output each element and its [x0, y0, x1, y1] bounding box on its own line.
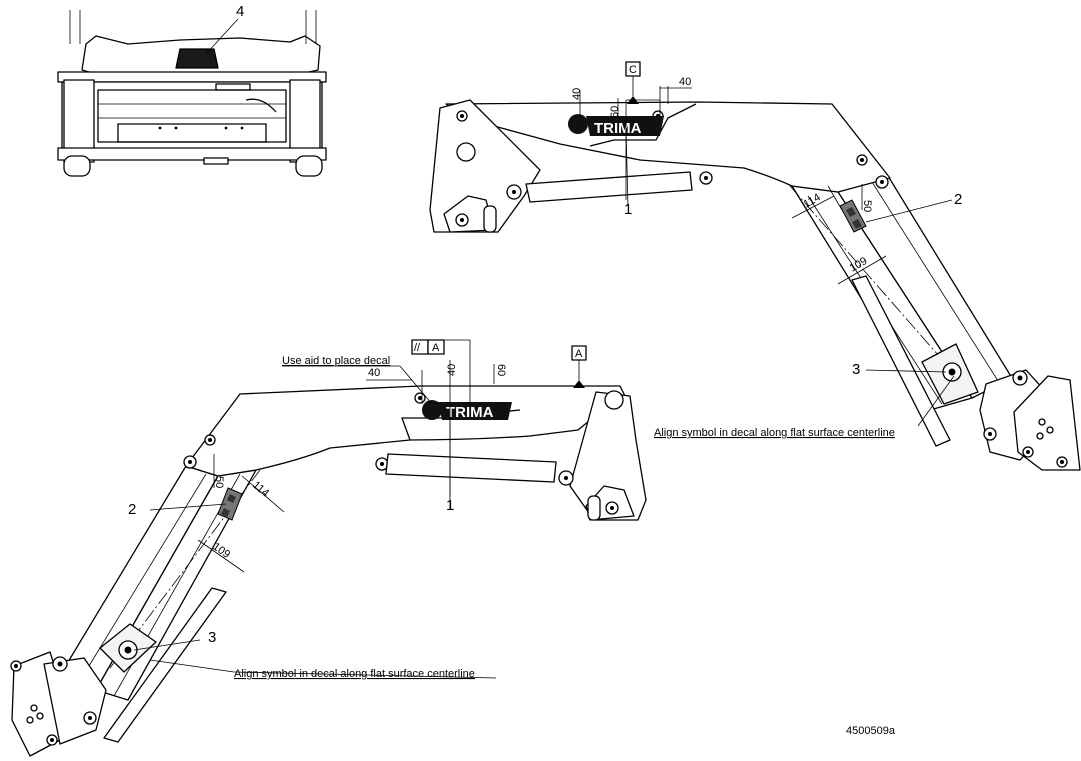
- decal-1-top: TRIMA: [568, 114, 664, 137]
- note-align-top: Align symbol in decal along flat surface…: [654, 427, 895, 439]
- drawing-number: 4500509a: [846, 725, 896, 737]
- callout-1-top: 1: [624, 201, 632, 218]
- dim-top-50: 50: [861, 200, 873, 212]
- front-view: 4: [57, 3, 327, 177]
- dim-bottom-60: 60: [495, 364, 507, 376]
- note-align-bottom: Align symbol in decal along flat surface…: [234, 668, 475, 680]
- dim-bottom-40-horizontal: 40: [368, 367, 380, 379]
- callout-3-top: 3: [852, 361, 860, 378]
- decal-brand-top: TRIMA: [594, 120, 642, 137]
- dim-bottom-50: 50: [213, 476, 225, 488]
- loader-arm-bottom-left: TRIMA 40 40 60 // A A Use aid to place d…: [10, 339, 647, 757]
- decal-1-bottom: TRIMA: [422, 400, 512, 421]
- note-use-aid: Use aid to place decal: [282, 355, 390, 367]
- dim-top-60: 60: [609, 106, 621, 118]
- dim-top-40-horizontal: 40: [679, 76, 691, 88]
- callout-2-bottom: 2: [128, 501, 136, 518]
- datum-c: C: [629, 64, 637, 76]
- callout-2-top: 2: [954, 191, 962, 208]
- decal-2-bottom: [217, 487, 243, 521]
- callout-1-bottom: 1: [446, 497, 454, 514]
- dim-bottom-40-vertical: 40: [446, 364, 458, 376]
- decal-2-top: [839, 199, 867, 233]
- dim-bottom-114: 114: [250, 479, 271, 499]
- callout-4: 4: [236, 3, 244, 20]
- datum-a: A: [575, 348, 583, 360]
- parallel-ref: A: [432, 342, 440, 354]
- loader-arm-top-right: TRIMA 40 60 40 C 114 50 109 1 2 3 Align …: [429, 61, 1081, 471]
- dim-top-40-vertical: 40: [571, 88, 583, 100]
- callout-3-bottom: 3: [208, 629, 216, 646]
- decal-brand-bottom: TRIMA: [446, 404, 494, 421]
- decal-4: [175, 48, 219, 69]
- parallel-symbol: //: [414, 342, 421, 354]
